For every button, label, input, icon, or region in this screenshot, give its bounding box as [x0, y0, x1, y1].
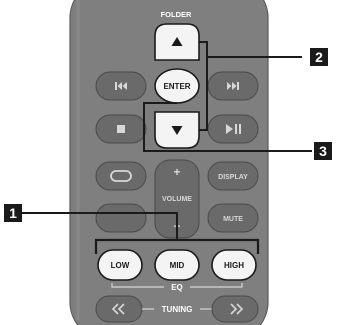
eq-mid-label: MID: [170, 261, 185, 270]
triangle-up-icon: [171, 37, 183, 46]
skip-previous-icon: [115, 82, 127, 90]
folder-up-button[interactable]: [154, 23, 200, 61]
folder-label: FOLDER: [161, 10, 192, 19]
left-lower-button[interactable]: [95, 203, 147, 233]
eq-high-label: HIGH: [224, 261, 244, 270]
callout-3-leader: [143, 102, 312, 152]
play-pause-button[interactable]: [207, 114, 259, 144]
stop-button[interactable]: [95, 114, 147, 144]
eq-label-group: EQ: [111, 283, 243, 292]
triangle-down-icon: [171, 126, 183, 135]
play-pause-icon: [226, 124, 241, 134]
eq-label: EQ: [171, 283, 183, 292]
volume-plus-label: +: [173, 165, 180, 179]
display-button[interactable]: DISPLAY: [207, 161, 259, 191]
eq-low-button[interactable]: LOW: [97, 249, 143, 281]
enter-label: ENTER: [163, 82, 190, 91]
volume-label: VOLUME: [162, 196, 192, 203]
tune-up-button[interactable]: [211, 295, 259, 323]
tune-down-button[interactable]: [95, 295, 143, 323]
tuning-label: TUNING: [162, 305, 193, 314]
skip-next-button[interactable]: [207, 71, 259, 101]
tuning-label-group: TUNING: [142, 305, 212, 314]
eq-mid-button[interactable]: MID: [154, 249, 200, 281]
eq-high-button[interactable]: HIGH: [211, 249, 257, 281]
mute-button[interactable]: MUTE: [207, 203, 259, 233]
double-chevron-left-icon: [111, 303, 125, 315]
skip-previous-button[interactable]: [95, 71, 147, 101]
eq-low-label: LOW: [111, 261, 130, 270]
callout-3: 3: [314, 142, 332, 160]
callout-2-number: 2: [315, 49, 323, 65]
repeat-icon: [110, 170, 132, 182]
folder-down-button[interactable]: [154, 111, 200, 149]
display-label: DISPLAY: [218, 174, 248, 181]
skip-next-icon: [227, 82, 239, 90]
mute-label: MUTE: [223, 216, 243, 223]
callout-1-leader: [22, 212, 178, 240]
repeat-button[interactable]: [95, 161, 147, 191]
stop-icon: [117, 125, 125, 133]
callout-3-number: 3: [319, 143, 327, 159]
enter-button[interactable]: ENTER: [154, 68, 200, 104]
callout-2: 2: [310, 48, 328, 66]
callout-1-number: 1: [9, 205, 17, 221]
callout-2-leader: [199, 41, 302, 131]
double-chevron-right-icon: [230, 303, 244, 315]
callout-1: 1: [4, 204, 22, 222]
